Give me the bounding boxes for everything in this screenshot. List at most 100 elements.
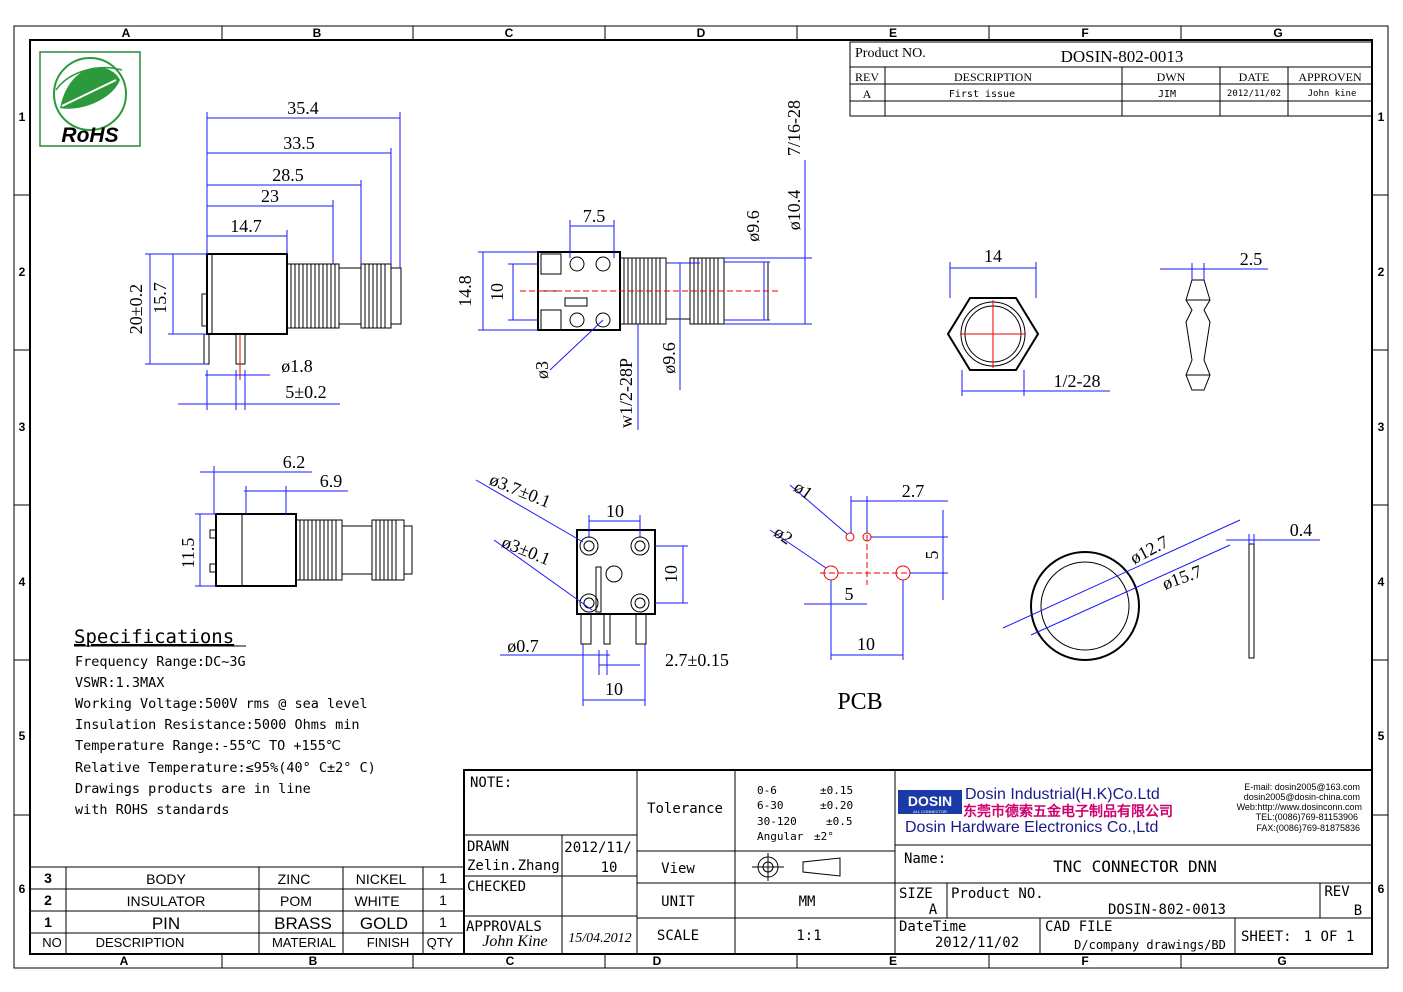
bom-header-material: MATERIAL	[272, 935, 336, 950]
drawn-date-line1: 2012/11/	[564, 840, 631, 856]
zone-row-6: 6	[19, 882, 26, 896]
cad-file-value: D/company drawings/BD	[1074, 938, 1226, 952]
drawn-date-line2: 10	[601, 860, 618, 876]
description-value: First issue	[949, 89, 1015, 100]
dosin-badge-subtext: ALL CONNECTOR	[913, 809, 947, 814]
bom-row-3-qty: 1	[439, 870, 447, 886]
tolerance-range-4: Angular	[757, 830, 804, 843]
bom-row-1-material: BRASS	[274, 914, 332, 933]
dim-5-pcb-v: 5	[922, 551, 942, 560]
bom-header-description: DESCRIPTION	[96, 935, 185, 950]
dim-d15-7: ø15.7	[1159, 561, 1204, 594]
bom-row-3-desc: BODY	[146, 871, 186, 887]
dim-10-bottom-top: 10	[606, 501, 624, 521]
zone-row-5-right: 5	[1378, 729, 1385, 743]
zone-col-f-bottom: F	[1081, 954, 1088, 968]
zone-row-4-right: 4	[1378, 575, 1385, 589]
spec-line-temperature: Temperature Range:-55℃ TO +155℃	[75, 738, 341, 754]
description-col-header: DESCRIPTION	[954, 70, 1032, 84]
projection-symbol-icon	[752, 853, 841, 881]
dim-10-bottom: 10	[605, 679, 623, 699]
drawing-frame: A B C D E F G A B C D E F G 1 2 3 4 5 6 …	[13, 25, 1389, 969]
bom-row-1-no: 1	[44, 914, 52, 930]
rev-value-bottom: B	[1354, 903, 1362, 919]
dim-d9-6-upper: ø9.6	[743, 210, 763, 242]
contact-email-2: dosin2005@dosin-china.com	[1244, 792, 1360, 802]
dim-15-7: 15.7	[150, 282, 170, 314]
dim-28-5: 28.5	[272, 165, 304, 185]
dim-35-4: 35.4	[287, 98, 319, 118]
sheet-value: 1 OF 1	[1304, 929, 1355, 945]
pcb-label: PCB	[837, 689, 882, 715]
unit-label: UNIT	[661, 894, 695, 910]
zone-col-a-bottom: A	[120, 954, 129, 968]
approven-value: John kine	[1308, 89, 1357, 99]
spec-line-frequency: Frequency Range:DC~3G	[75, 654, 246, 670]
company-name-hardware: Dosin Hardware Electronics Co.,Ltd	[905, 819, 1158, 836]
bom-header-finish: FINISH	[367, 935, 410, 950]
dim-2-7-015: 2.7±0.15	[665, 650, 729, 670]
tolerance-range-1: 0-6	[757, 784, 777, 797]
cad-file-label: CAD FILE	[1045, 919, 1112, 935]
drawn-by: Zelin.Zhang	[467, 858, 560, 874]
dim-d9-6-lower: ø9.6	[659, 342, 679, 374]
company-name-cn: 东莞市德索五金电子制品有限公司	[963, 803, 1173, 819]
zone-col-b: B	[313, 26, 322, 40]
zone-row-1: 1	[19, 110, 26, 124]
product-no-label: Product NO.	[855, 46, 926, 61]
tolerance-value-3: ±0.5	[826, 815, 853, 828]
hex-nut-view: 14 2.5 1/2-28	[946, 246, 1268, 396]
front-view: 7.5 14.8 10 ø3 w1/2-28P ø9.6 ø9.6 ø10.4 …	[455, 100, 812, 430]
size-label: SIZE	[899, 886, 933, 902]
zone-col-g-bottom: G	[1277, 954, 1286, 968]
rohs-logo-text: RoHS	[61, 124, 118, 147]
dim-w1-2-28p: w1/2-28P	[616, 358, 636, 428]
product-no-label-bottom: Product NO.	[951, 886, 1044, 902]
rev-value: A	[863, 87, 872, 101]
zone-col-a: A	[122, 26, 131, 40]
bom-row-2-material: POM	[280, 893, 312, 909]
zone-row-2-right: 2	[1378, 265, 1385, 279]
datetime-label: DateTime	[899, 919, 966, 935]
pcb-layout: ø1 2.7 ø2 5 5 10 PCB	[769, 477, 948, 715]
rohs-logo: RoHS	[39, 51, 141, 147]
dim-10-front: 10	[487, 283, 507, 301]
approvals-label: APPROVALS	[466, 919, 542, 935]
name-value: TNC CONNECTOR DNN	[1053, 857, 1217, 876]
bom-row-2-qty: 1	[439, 892, 447, 908]
dwn-value: JIM	[1158, 89, 1176, 100]
dim-1-2-28: 1/2-28	[1054, 371, 1101, 391]
bom-row-2-no: 2	[44, 892, 52, 908]
zone-col-d-bottom: D	[653, 954, 662, 968]
note-label: NOTE:	[470, 775, 512, 791]
tolerance-range-2: 6-30	[757, 799, 784, 812]
dim-d2-pcb: ø2	[770, 522, 796, 549]
dim-d3-front: ø3	[532, 361, 552, 379]
scale-value: 1:1	[796, 928, 821, 944]
zone-row-6-right: 6	[1378, 882, 1385, 896]
dim-6-2: 6.2	[283, 452, 306, 472]
dim-7-16-28: 7/16-28	[784, 100, 804, 156]
dim-14-8: 14.8	[455, 275, 475, 307]
revision-table: Product NO. DOSIN-802-0013 REV DESCRIPTI…	[849, 41, 1373, 117]
checked-label: CHECKED	[467, 879, 526, 895]
drawn-label: DRAWN	[467, 839, 509, 855]
tolerance-value-1: ±0.15	[820, 784, 853, 797]
bottom-view: ø3.7±0.1 ø3±0.1 10 10 ø0.7 2.7±0.15 10	[475, 469, 729, 706]
contact-fax: FAX:(0086)769-81875836	[1256, 823, 1360, 833]
dim-d1-8: ø1.8	[281, 356, 313, 376]
spec-line-vswr: VSWR:1.3MAX	[75, 675, 164, 691]
approven-col-header: APPROVEN	[1298, 70, 1362, 84]
tolerance-label: Tolerance	[647, 801, 723, 817]
zone-row-2: 2	[19, 265, 26, 279]
scale-label: SCALE	[657, 928, 699, 944]
bom-row-2-finish: WHITE	[354, 893, 399, 909]
dim-14-nut: 14	[984, 246, 1002, 266]
bom-header-no: NO	[42, 935, 62, 950]
specifications-title: Specifications	[74, 626, 234, 648]
dim-23: 23	[261, 186, 279, 206]
dim-10-pcb: 10	[857, 634, 875, 654]
dim-d12-7: ø12.7	[1127, 531, 1172, 568]
dim-d1-pcb: ø1	[790, 477, 816, 504]
